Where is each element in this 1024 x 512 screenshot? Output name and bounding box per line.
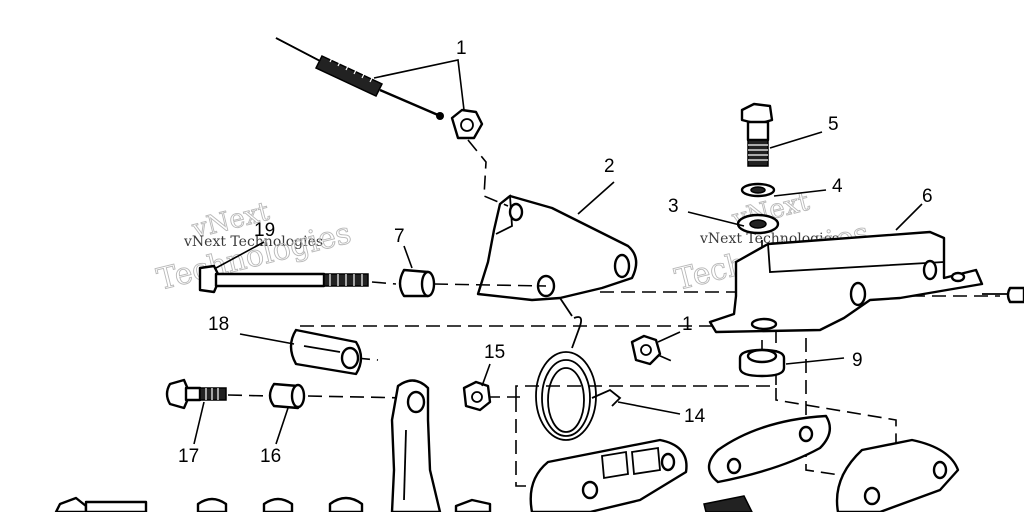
bottom-row-parts: [54, 495, 753, 512]
part-17-short-bolt: [165, 378, 227, 410]
callout-6: 6: [922, 186, 933, 207]
part-3-washer: [736, 213, 780, 235]
part-1-nut-top: [450, 108, 484, 140]
part-2-bracket: [476, 194, 638, 317]
watermark-left-small: vNext Technologies: [183, 234, 323, 250]
assembly-guide-lines: [227, 139, 1000, 487]
part-15-nut: [462, 380, 492, 412]
leader-lines: [193, 59, 923, 445]
callout-2: 2: [604, 156, 615, 177]
part-9-bushing: [738, 348, 786, 378]
callout-14: 14: [684, 406, 706, 427]
callout-5: 5: [828, 114, 839, 135]
callout-7: 7: [394, 226, 405, 247]
part-18-pivot-block: [289, 328, 363, 376]
callout-17: 17: [178, 446, 199, 467]
callout-numbers: 1 2 3 4 5 6 7 19 1 9 15 14 18 17 16: [178, 38, 933, 467]
lever-arm: [390, 379, 442, 512]
end-link-plate: [835, 438, 960, 512]
part-4-washer: [740, 182, 776, 198]
callout-15: 15: [484, 342, 505, 363]
callout-16: 16: [260, 446, 281, 467]
callout-3: 3: [668, 196, 679, 217]
part-14-spring: [535, 316, 622, 441]
callout-1-top: 1: [456, 38, 467, 59]
cam-plate: [529, 438, 688, 512]
part-7-spacer: [398, 268, 436, 298]
callout-19: 19: [254, 220, 275, 241]
part-1-nut-middle: [630, 334, 662, 366]
callout-4: 4: [832, 176, 843, 197]
curved-link-plate: [707, 414, 832, 484]
part-5-bolt: [740, 102, 774, 167]
part-16-spacer: [268, 382, 306, 410]
callout-9: 9: [852, 350, 863, 371]
callout-18: 18: [208, 314, 229, 335]
part-19-long-bolt: [198, 264, 369, 294]
part-1-rod-assembly: [275, 37, 484, 140]
callout-1-middle: 1: [682, 314, 693, 335]
part-6-mount-bracket: [708, 230, 1024, 334]
